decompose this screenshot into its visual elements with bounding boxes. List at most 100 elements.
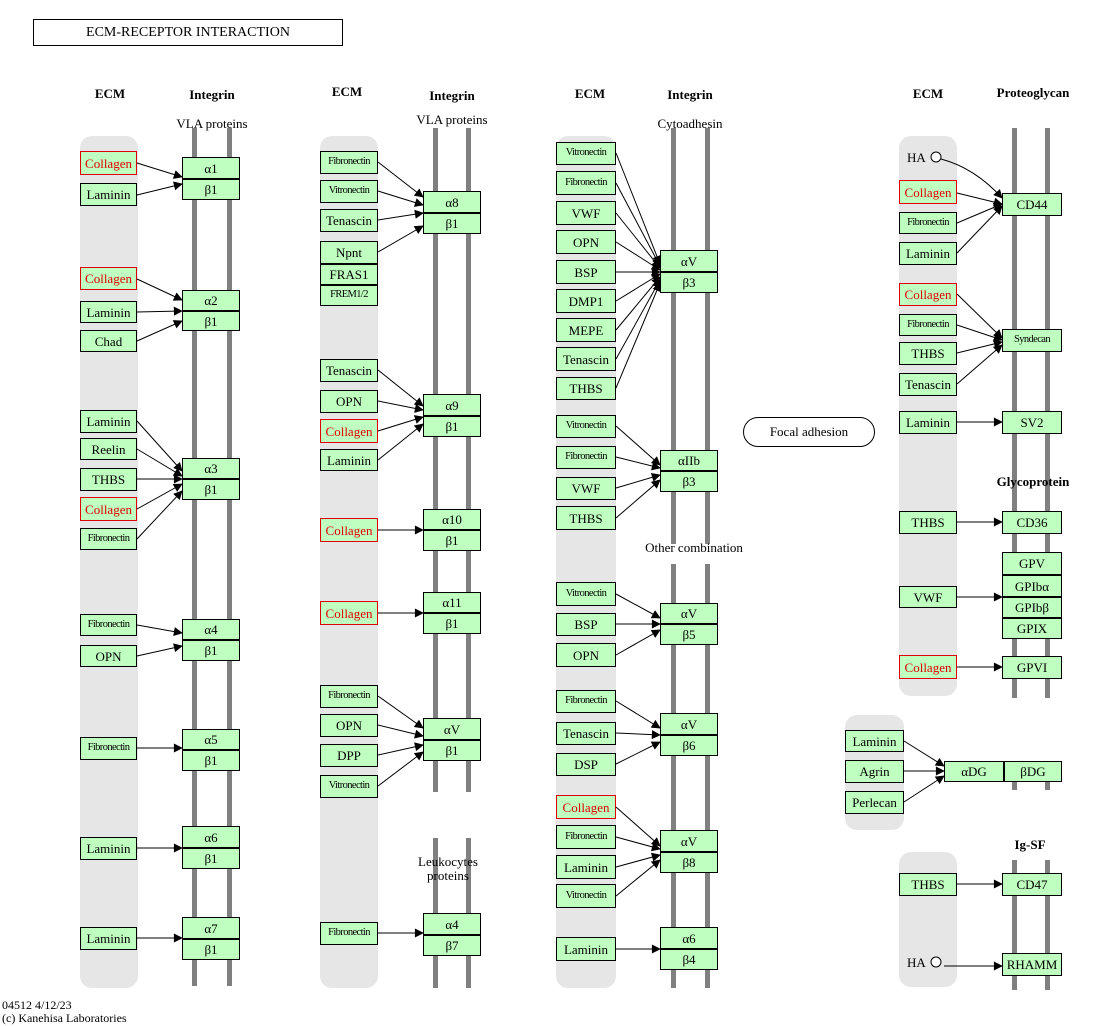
node-a4-56[interactable]: α4	[423, 913, 481, 935]
node-thbs-105[interactable]: THBS	[899, 511, 957, 534]
node-cd47-120[interactable]: CD47	[1002, 873, 1062, 896]
node-opn-38[interactable]: OPN	[320, 390, 378, 413]
focal-adhesion-link[interactable]: Focal adhesion	[743, 417, 875, 447]
node-sv2-104[interactable]: SV2	[1002, 411, 1062, 434]
node-thbs-72[interactable]: THBS	[556, 506, 616, 530]
node-syndecan-102[interactable]: Syndecan	[1002, 329, 1062, 352]
node-laminin-9[interactable]: Laminin	[80, 410, 137, 433]
node-vitronectin-52[interactable]: Vitronectin	[320, 775, 378, 798]
node-fibronectin-29[interactable]: Fibronectin	[320, 151, 378, 174]
node-b1-48[interactable]: β1	[423, 613, 481, 634]
node-collagen-112[interactable]: Collagen	[899, 655, 957, 679]
node-laminin-1[interactable]: Laminin	[80, 183, 137, 206]
node-bsp-76[interactable]: BSP	[556, 613, 616, 636]
node-collagen-85[interactable]: Collagen	[556, 795, 616, 819]
node-b1-22[interactable]: β1	[182, 750, 240, 771]
node-opn-17[interactable]: OPN	[80, 645, 137, 667]
node-perlecan-116[interactable]: Perlecan	[845, 791, 904, 814]
node-opn-61[interactable]: OPN	[556, 230, 616, 254]
node-fibronectin-16[interactable]: Fibronectin	[80, 614, 137, 636]
node-laminin-87[interactable]: Laminin	[556, 855, 616, 879]
node-aV-53[interactable]: αV	[423, 718, 481, 740]
node-chad-6[interactable]: Chad	[80, 330, 137, 352]
node-fibronectin-70[interactable]: Fibronectin	[556, 446, 616, 469]
node-fibronectin-80[interactable]: Fibronectin	[556, 690, 616, 713]
node-a7-27[interactable]: α7	[182, 917, 240, 939]
node-rhamm-121[interactable]: RHAMM	[1002, 953, 1062, 976]
node-b1-36[interactable]: β1	[423, 213, 481, 234]
node-fibronectin-86[interactable]: Fibronectin	[556, 825, 616, 849]
node-collagen-12[interactable]: Collagen	[80, 497, 137, 521]
node-bsp-62[interactable]: BSP	[556, 260, 616, 284]
node-a3-14[interactable]: α3	[182, 458, 240, 479]
node-tenascin-37[interactable]: Tenascin	[320, 359, 378, 382]
node-b1-15[interactable]: β1	[182, 479, 240, 500]
node-b7-57[interactable]: β7	[423, 935, 481, 956]
node-vwf-60[interactable]: VWF	[556, 201, 616, 225]
node-npnt-32[interactable]: Npnt	[320, 241, 378, 264]
node-a5-21[interactable]: α5	[182, 729, 240, 750]
node-fibronectin-95[interactable]: Fibronectin	[899, 212, 957, 234]
node-tenascin-31[interactable]: Tenascin	[320, 209, 378, 232]
node-vitronectin-69[interactable]: Vitronectin	[556, 415, 616, 438]
node-b3-74[interactable]: β3	[660, 471, 718, 492]
node-tenascin-81[interactable]: Tenascin	[556, 722, 616, 745]
node-laminin-23[interactable]: Laminin	[80, 837, 137, 860]
node-laminin-96[interactable]: Laminin	[899, 242, 957, 265]
node-fibronectin-55[interactable]: Fibronectin	[320, 922, 378, 945]
node-a6-24[interactable]: α6	[182, 826, 240, 848]
node-vitronectin-88[interactable]: Vitronectin	[556, 884, 616, 908]
node-collagen-94[interactable]: Collagen	[899, 180, 957, 204]
node-dsp-82[interactable]: DSP	[556, 753, 616, 776]
node-a9-41[interactable]: α9	[423, 394, 481, 416]
node-laminin-26[interactable]: Laminin	[80, 927, 137, 950]
node-opn-77[interactable]: OPN	[556, 643, 616, 667]
node-bdg-118[interactable]: βDG	[1004, 761, 1062, 782]
node-collagen-4[interactable]: Collagen	[80, 267, 137, 290]
node-a10-44[interactable]: α10	[423, 509, 481, 530]
node-laminin-103[interactable]: Laminin	[899, 411, 957, 434]
node-b1-25[interactable]: β1	[182, 848, 240, 869]
node-vitronectin-75[interactable]: Vitronectin	[556, 582, 616, 606]
node-thbs-119[interactable]: THBS	[899, 873, 957, 896]
node-fibronectin-99[interactable]: Fibronectin	[899, 314, 957, 336]
node-fibronectin-20[interactable]: Fibronectin	[80, 737, 137, 760]
node-adg-117[interactable]: αDG	[944, 761, 1004, 782]
node-aIIb-73[interactable]: αIIb	[660, 450, 718, 471]
node-laminin-114[interactable]: Laminin	[845, 730, 904, 752]
node-collagen-0[interactable]: Collagen	[80, 151, 137, 175]
node-b1-19[interactable]: β1	[182, 640, 240, 661]
node-collagen-39[interactable]: Collagen	[320, 419, 378, 443]
node-a1-2[interactable]: α1	[182, 157, 240, 179]
node-b1-8[interactable]: β1	[182, 311, 240, 331]
node-b8-90[interactable]: β8	[660, 852, 718, 873]
node-a6-92[interactable]: α6	[660, 927, 718, 949]
node-frem12-34[interactable]: FREM1/2	[320, 285, 378, 306]
node-thbs-11[interactable]: THBS	[80, 468, 137, 491]
node-mepe-64[interactable]: MEPE	[556, 318, 616, 342]
node-b1-45[interactable]: β1	[423, 530, 481, 551]
node-b1-28[interactable]: β1	[182, 939, 240, 960]
node-collagen-43[interactable]: Collagen	[320, 518, 378, 542]
node-a4-18[interactable]: α4	[182, 619, 240, 640]
node-laminin-5[interactable]: Laminin	[80, 301, 137, 323]
node-a11-47[interactable]: α11	[423, 592, 481, 613]
node-laminin-91[interactable]: Laminin	[556, 937, 616, 961]
node-collagen-46[interactable]: Collagen	[320, 601, 378, 625]
node-fibronectin-13[interactable]: Fibronectin	[80, 528, 137, 550]
node-agrin-115[interactable]: Agrin	[845, 760, 904, 783]
node-gpiba-109[interactable]: GPIbα	[1002, 575, 1062, 597]
node-collagen-98[interactable]: Collagen	[899, 283, 957, 306]
node-dmp1-63[interactable]: DMP1	[556, 289, 616, 313]
node-vwf-71[interactable]: VWF	[556, 477, 616, 500]
node-fibronectin-59[interactable]: Fibronectin	[556, 171, 616, 195]
node-gpix-111[interactable]: GPIX	[1002, 618, 1062, 639]
node-tenascin-65[interactable]: Tenascin	[556, 347, 616, 371]
node-fibronectin-49[interactable]: Fibronectin	[320, 685, 378, 708]
node-vitronectin-30[interactable]: Vitronectin	[320, 180, 378, 203]
node-gpv-108[interactable]: GPV	[1002, 552, 1062, 575]
node-aV-83[interactable]: αV	[660, 713, 718, 735]
node-dpp-51[interactable]: DPP	[320, 744, 378, 767]
node-vwf-107[interactable]: VWF	[899, 586, 957, 608]
node-vitronectin-58[interactable]: Vitronectin	[556, 142, 616, 165]
